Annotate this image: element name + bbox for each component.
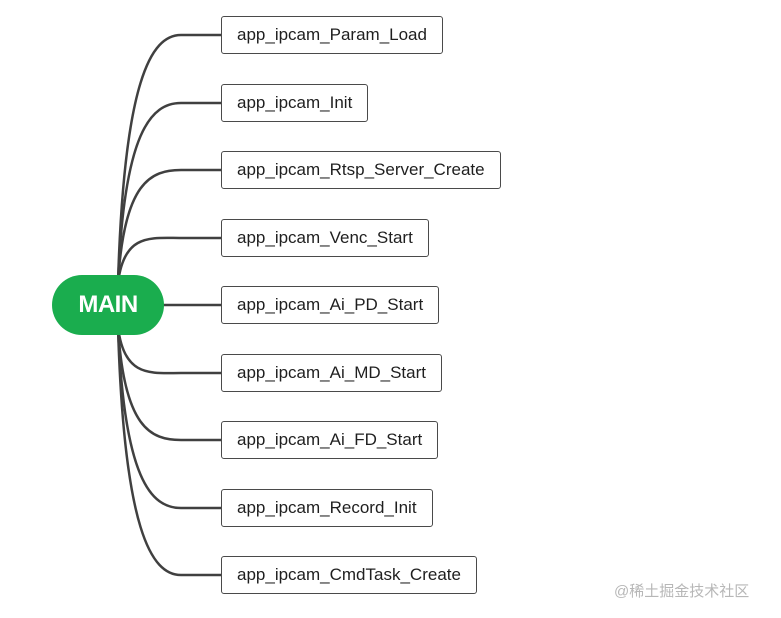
child-node-label: app_ipcam_CmdTask_Create <box>237 565 461 584</box>
child-node-ai-fd-start[interactable]: app_ipcam_Ai_FD_Start <box>221 421 439 459</box>
child-node-label: app_ipcam_Ai_FD_Start <box>237 430 423 449</box>
connector-line-0 <box>116 33 223 285</box>
child-node-label: app_ipcam_Rtsp_Server_Create <box>237 160 485 179</box>
connector-line-1 <box>116 101 223 285</box>
root-node-label: MAIN <box>78 291 138 318</box>
child-node-record-init[interactable]: app_ipcam_Record_Init <box>221 489 433 527</box>
connector-line-7 <box>116 325 223 510</box>
child-node-label: app_ipcam_Param_Load <box>237 25 427 44</box>
connector-line-5 <box>116 325 223 375</box>
child-node-label: app_ipcam_Ai_MD_Start <box>237 363 426 382</box>
child-node-label: app_ipcam_Init <box>237 93 353 112</box>
watermark-text: @稀土掘金技术社区 <box>614 583 750 600</box>
child-node-label: app_ipcam_Ai_PD_Start <box>237 295 424 314</box>
connector-line-6 <box>116 325 223 442</box>
connector-line-3 <box>116 236 223 285</box>
child-node-venc-start[interactable]: app_ipcam_Venc_Start <box>221 219 429 257</box>
child-node-rtsp-server-create[interactable]: app_ipcam_Rtsp_Server_Create <box>221 151 501 189</box>
root-node-main[interactable]: MAIN <box>52 275 164 335</box>
child-node-ai-pd-start[interactable]: app_ipcam_Ai_PD_Start <box>221 286 440 324</box>
child-node-ai-md-start[interactable]: app_ipcam_Ai_MD_Start <box>221 354 442 392</box>
connector-line-8 <box>116 325 223 577</box>
child-node-param-load[interactable]: app_ipcam_Param_Load <box>221 16 443 54</box>
child-node-label: app_ipcam_Record_Init <box>237 498 417 517</box>
child-node-label: app_ipcam_Venc_Start <box>237 228 413 247</box>
connector-line-2 <box>116 168 223 285</box>
child-node-cmdtask-create[interactable]: app_ipcam_CmdTask_Create <box>221 556 477 594</box>
child-node-init[interactable]: app_ipcam_Init <box>221 84 369 122</box>
